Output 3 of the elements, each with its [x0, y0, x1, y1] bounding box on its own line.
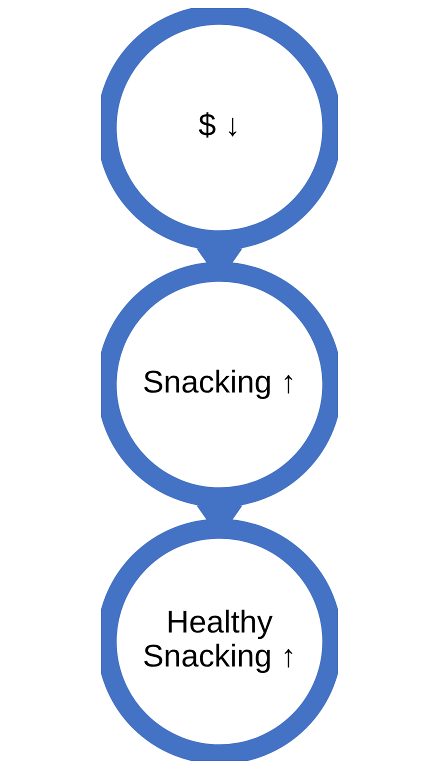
node-circle: $ ↓: [101, 8, 338, 250]
node-circle: Snacking ↑: [101, 262, 338, 508]
node-circle: Healthy Snacking ↑: [101, 518, 338, 761]
